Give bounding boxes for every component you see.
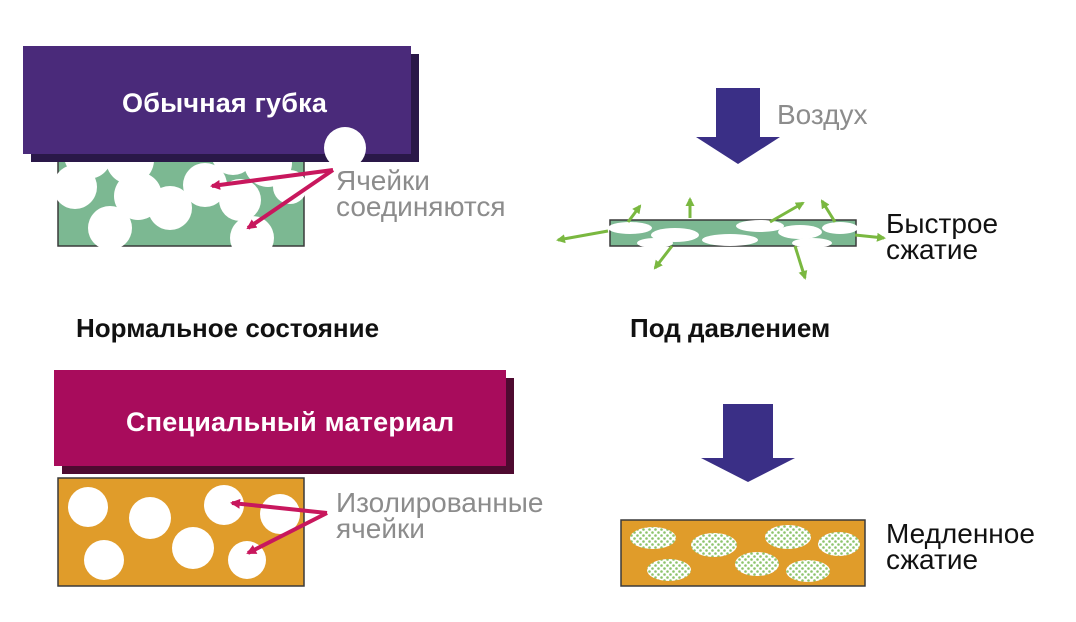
special-material-block [57, 477, 305, 587]
normal-state-caption: Нормальное состояние [76, 313, 380, 343]
connected-cells-annotation: Ячейки соединяются [336, 165, 506, 222]
annotation-line: Медленное [886, 518, 1035, 549]
fast-compression-annotation: Быстрое сжатие [886, 208, 999, 265]
compressed-sponge-block [608, 219, 858, 248]
squashed-cells [608, 220, 858, 248]
isolated-cells-annotation: Изолированные ячейки [336, 487, 544, 544]
air-label: Воздух [777, 99, 868, 130]
annotation-line: соединяются [336, 191, 506, 222]
loose-cell [324, 127, 366, 169]
isolated-pointer-arrows [230, 498, 328, 555]
under-pressure-caption: Под давлением [630, 313, 831, 343]
annotation-line: Изолированные [336, 487, 544, 518]
ordinary-sponge-title: Обычная губка [122, 88, 328, 118]
isolated-cells [68, 485, 300, 580]
annotation-line: ячейки [336, 513, 425, 544]
special-material-title: Специальный материал [126, 407, 455, 437]
special-material-banner [54, 370, 514, 474]
connected-pointer-arrows [210, 168, 335, 230]
down-arrow-icon [701, 404, 795, 482]
slow-compression-annotation: Медленное сжатие [886, 518, 1035, 575]
annotation-line: сжатие [886, 544, 979, 575]
down-arrow-icon [696, 88, 780, 164]
slow-compressed-block [620, 519, 866, 587]
annotation-line: сжатие [886, 234, 979, 265]
dotted-cells [630, 525, 860, 582]
annotation-line: Ячейки [336, 165, 430, 196]
annotation-line: Быстрое [886, 208, 999, 239]
air-escape-arrows [556, 197, 886, 280]
